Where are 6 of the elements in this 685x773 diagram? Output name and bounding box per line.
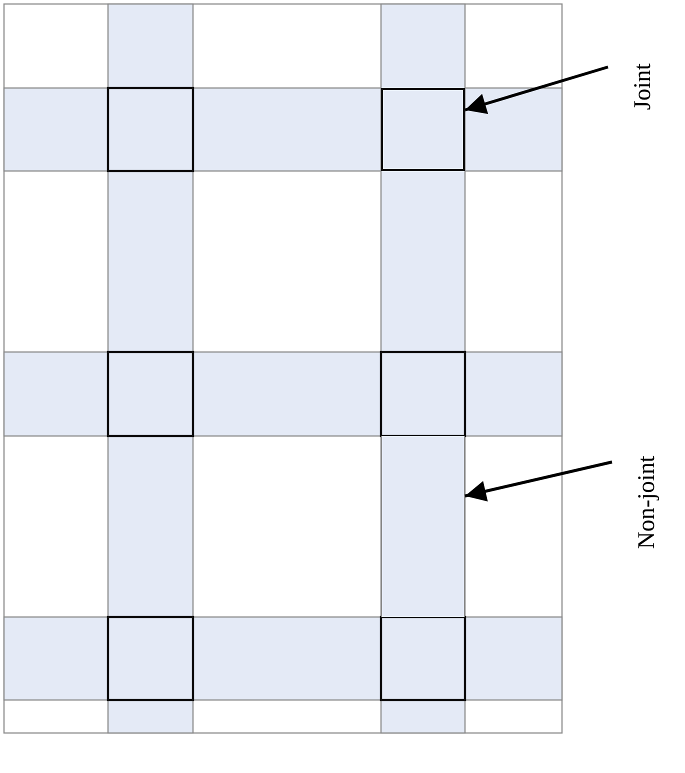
- band-segment: [381, 436, 465, 617]
- leader-arrow: [464, 460, 612, 502]
- part-label: Non-joint: [612, 425, 682, 580]
- joint-square: [381, 88, 465, 171]
- leader-arrow: [464, 66, 608, 114]
- part-label: Joint: [608, 48, 678, 126]
